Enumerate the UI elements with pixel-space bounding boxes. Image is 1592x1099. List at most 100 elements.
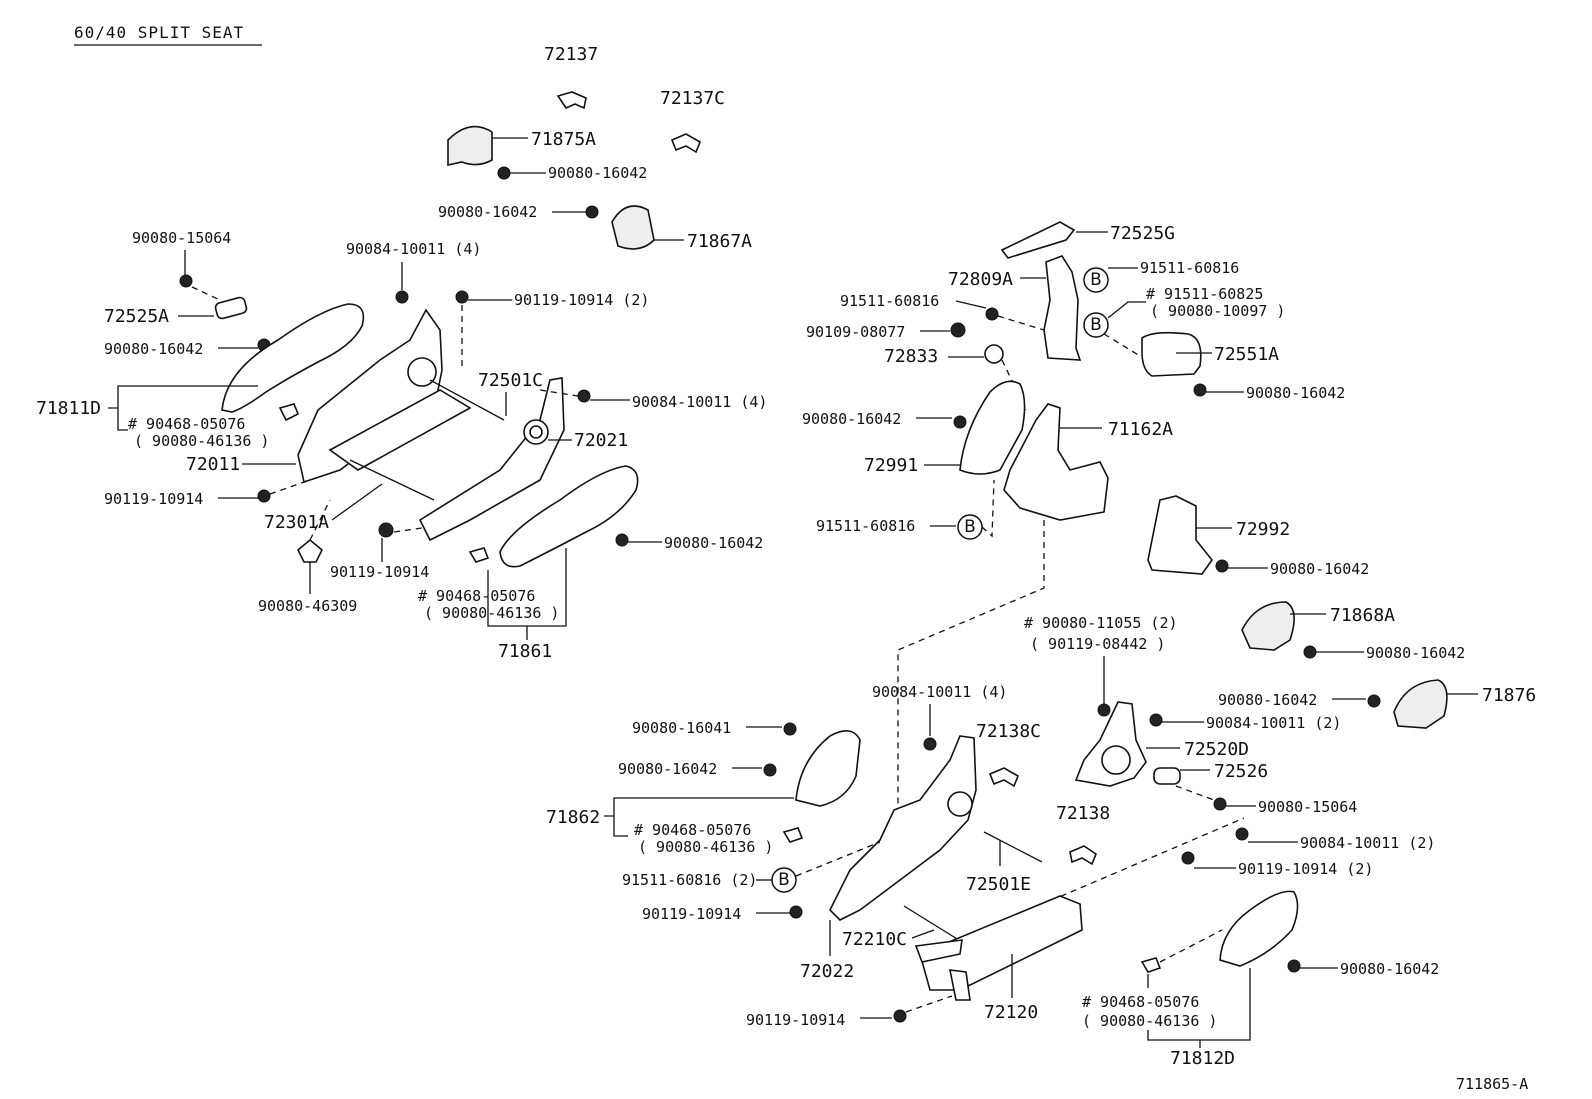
part-71867A-cover	[611, 205, 655, 250]
bolt-icon	[923, 737, 937, 751]
part-72992-cover	[1147, 495, 1214, 575]
leader-91511-60825	[1107, 301, 1146, 319]
bolt-icon	[577, 389, 591, 403]
label-90119-10914-b: 90119-10914	[330, 563, 429, 581]
label-72501E: 72501E	[966, 874, 1031, 895]
label-90119-10914-a: 90119-10914	[104, 490, 203, 508]
label-90084-10011-4c: 90084-10011 (4)	[872, 683, 1007, 701]
label-90080-15064-a: 90080-15064	[132, 229, 231, 247]
part-71876-cover	[1393, 679, 1448, 729]
part-72138-clip	[1069, 845, 1097, 866]
dashed-guide	[191, 286, 221, 301]
label-72520D: 72520D	[1184, 739, 1249, 760]
bolt-icon	[985, 307, 999, 321]
part-72301A-rod	[349, 459, 435, 501]
part-72137C-clip	[670, 133, 702, 154]
callout-b-letter: B	[1090, 270, 1102, 290]
label-72526: 72526	[1214, 761, 1268, 782]
label-90080-16042-h: 90080-16042	[1366, 644, 1465, 662]
label-90119-08442: ( 90119-08442 )	[1030, 635, 1165, 653]
dashed-guide	[905, 995, 953, 1013]
bolt-icon	[893, 1009, 907, 1023]
label-72011: 72011	[186, 454, 240, 475]
label-72525G: 72525G	[1110, 223, 1175, 244]
label-90080-16042-b: 90080-16042	[438, 203, 537, 221]
part-71812D-shield	[1219, 890, 1299, 967]
bolt-icon	[455, 290, 469, 304]
bracket-71811D	[108, 385, 258, 431]
bolt-icon	[585, 205, 599, 219]
part-right-track-frame	[418, 377, 565, 542]
label-72809A: 72809A	[948, 269, 1013, 290]
label-90080-16042-c: 90080-16042	[104, 340, 203, 358]
label-90084-10011-4a: 90084-10011 (4)	[346, 240, 481, 258]
dashed-guide	[795, 841, 881, 877]
bolt-icon	[1215, 559, 1229, 573]
bolt-icon	[1193, 383, 1207, 397]
part-71811D-shield	[221, 303, 365, 413]
label-72992: 72992	[1236, 519, 1290, 540]
label-72301A: 72301A	[264, 512, 329, 533]
part-72526-knob	[1153, 767, 1181, 785]
bracket-71812D	[1147, 968, 1251, 1041]
label-90080-16042-f: 90080-16042	[802, 410, 901, 428]
part-clip	[468, 547, 490, 563]
label-91511-60816-b: 91511-60816	[840, 292, 939, 310]
part-72011-lower-rail	[328, 389, 472, 471]
part-72011-recliner-frame	[297, 308, 443, 484]
label-91511-60816-c: 91511-60816	[816, 517, 915, 535]
part-72120-seat-track	[919, 895, 1083, 991]
label-72210C: 72210C	[842, 929, 907, 950]
bolt-icon	[1213, 797, 1227, 811]
label-71867A: 71867A	[687, 231, 752, 252]
label-71862: 71862	[546, 807, 600, 828]
dashed-guide	[981, 479, 995, 538]
part-72833-bushing	[984, 344, 1004, 364]
label-90468-05076-b: # 90468-05076	[418, 587, 535, 605]
part-71868A-cover	[1241, 601, 1295, 651]
label-90468-05076-d: # 90468-05076	[1082, 993, 1199, 1011]
label-90080-16041: 90080-16041	[632, 719, 731, 737]
label-90080-46136-b: ( 90080-46136 )	[424, 604, 559, 622]
leader-72210C	[911, 929, 935, 939]
part-clip	[278, 403, 300, 422]
bolt-icon	[1181, 851, 1195, 865]
part-72520D-gear	[1101, 745, 1131, 775]
dashed-guide-long	[897, 520, 1045, 820]
bolt-icon	[789, 905, 803, 919]
label-90080-11055: # 90080-11055 (2)	[1024, 614, 1178, 632]
callout-b-letter: B	[1090, 315, 1102, 335]
callout-b-marker	[1083, 312, 1109, 338]
bolt-icon	[1367, 694, 1381, 708]
label-90080-46309: 90080-46309	[258, 597, 357, 615]
label-90080-46136-d: ( 90080-46136 )	[1082, 1012, 1217, 1030]
label-91511-60816-2: 91511-60816 (2)	[622, 871, 757, 889]
part-72501E-rod	[983, 831, 1043, 863]
part-clip	[1140, 957, 1162, 973]
part-71875A-cover	[447, 125, 493, 166]
dashed-guide	[1103, 333, 1141, 357]
label-90109-08077: 90109-08077	[806, 323, 905, 341]
part-pivot	[407, 357, 437, 387]
label-90084-10011-2b: 90084-10011 (2)	[1300, 834, 1435, 852]
label-71162A: 71162A	[1108, 419, 1173, 440]
part-71861-shield	[499, 465, 639, 568]
dashed-guide	[269, 479, 311, 495]
part-72501C-rod	[429, 379, 505, 421]
bolt-icon	[950, 322, 966, 338]
bolt-icon	[1097, 703, 1111, 717]
label-90080-16042-j: 90080-16042	[618, 760, 717, 778]
label-72120: 72120	[984, 1002, 1038, 1023]
label-91511-60816-a: 91511-60816	[1140, 259, 1239, 277]
part-72210C-cable	[903, 905, 963, 943]
part-90080-46309-nut	[297, 538, 323, 563]
bolt-icon	[1287, 959, 1301, 973]
label-71861: 71861	[498, 641, 552, 662]
leader-72301A	[331, 483, 383, 521]
bracket-71862	[604, 797, 794, 837]
label-72138C: 72138C	[976, 721, 1041, 742]
bolt-icon	[378, 522, 394, 538]
dashed-guide	[997, 315, 1045, 331]
callout-b-marker	[771, 867, 797, 893]
part-71162A-recliner	[1003, 403, 1109, 521]
